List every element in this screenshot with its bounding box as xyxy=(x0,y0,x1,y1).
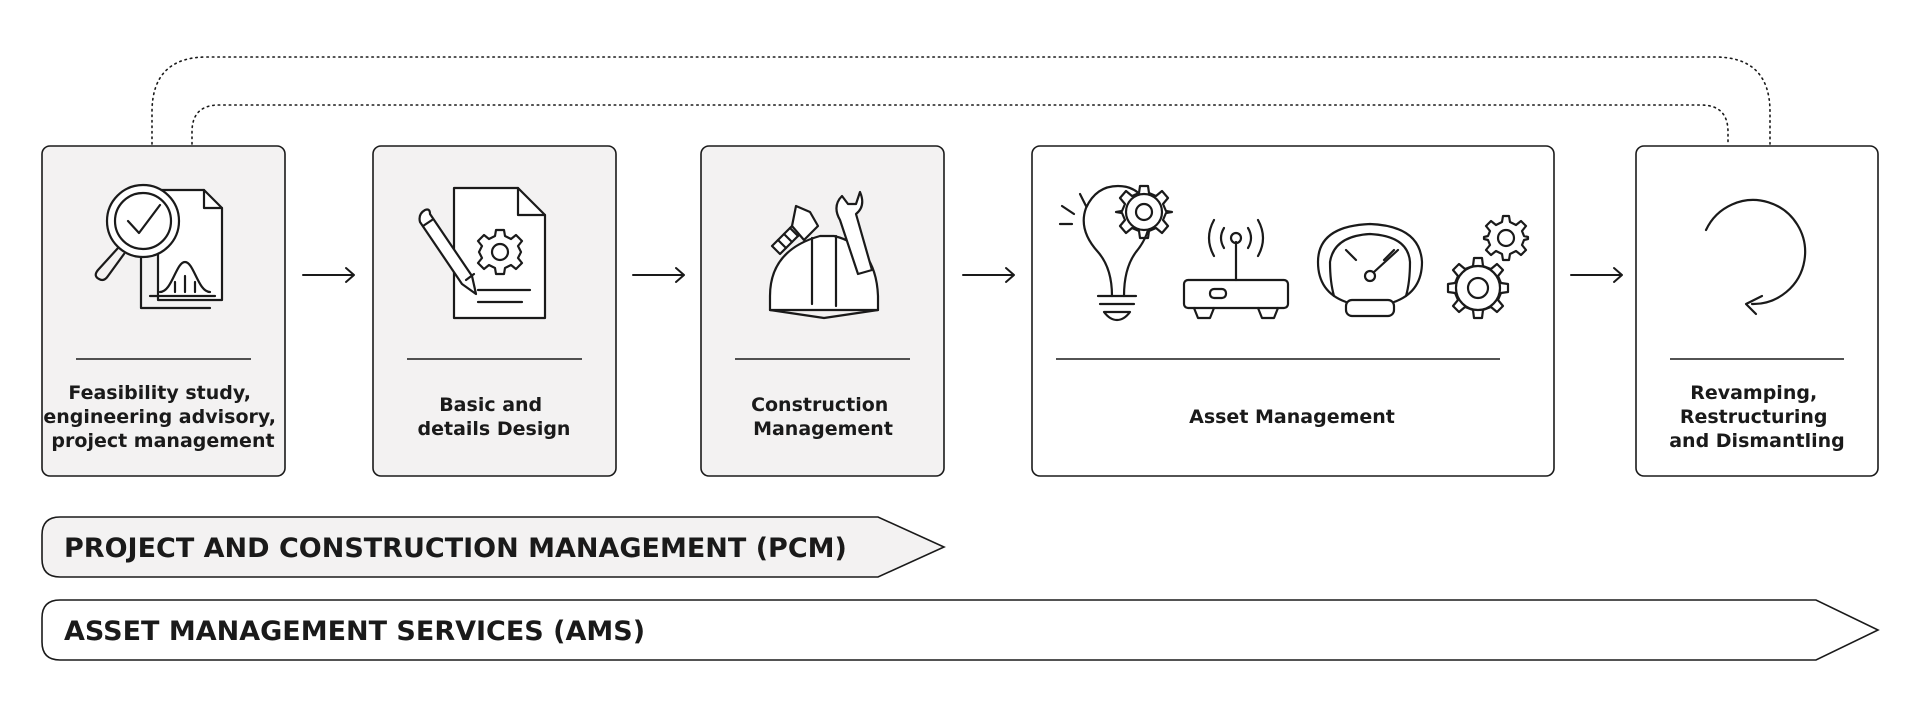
magnifier-check-icon xyxy=(94,183,181,282)
stage-construction: Construction Management xyxy=(700,145,945,477)
stage-label-line: Construction xyxy=(751,394,888,416)
lightbulb-gear-icon xyxy=(1058,184,1174,322)
stage-design: Basic and details Design xyxy=(372,145,617,477)
stage-label-line: details Design xyxy=(418,418,571,440)
stage-label-asset-management: Asset Management xyxy=(1189,406,1395,428)
gears-icon xyxy=(1446,214,1530,320)
stage-feasibility: Feasibility study, engineering advisory,… xyxy=(41,145,286,477)
stage-label-line: Restructuring xyxy=(1680,406,1828,428)
stage-label-design: Basic and details Design xyxy=(418,394,571,440)
flow-arrow-1 xyxy=(302,267,355,283)
stage-label-revamping: Revamping, Restructuring and Dismantling xyxy=(1669,382,1845,452)
document-gear-icon xyxy=(452,186,547,320)
flow-arrow-2 xyxy=(632,267,685,283)
stage-label-feasibility: Feasibility study, engineering advisory,… xyxy=(43,382,282,452)
stage-label-line: Revamping, xyxy=(1690,382,1817,404)
bolt-icon xyxy=(770,204,820,256)
stage-asset-management: Asset Management xyxy=(1031,145,1555,477)
feedback-loop-outer xyxy=(151,56,1771,145)
stage-revamping: Revamping, Restructuring and Dismantling xyxy=(1635,145,1879,477)
wrench-icon xyxy=(835,190,874,276)
stage-label-construction: Construction Management xyxy=(751,394,895,440)
band-ams-label: ASSET MANAGEMENT SERVICES (AMS) xyxy=(64,616,645,647)
stage-label-line: Basic and xyxy=(439,394,542,416)
flow-arrow-3 xyxy=(962,267,1015,283)
flow-arrow-4 xyxy=(1570,267,1623,283)
stage-label-line: Feasibility study, xyxy=(68,382,251,404)
stage-label-line: Asset Management xyxy=(1189,406,1395,428)
stage-label-line: engineering advisory, xyxy=(43,406,276,428)
band-ams: ASSET MANAGEMENT SERVICES (AMS) xyxy=(41,599,1880,661)
pencil-icon xyxy=(418,208,478,296)
cycle-arrow-icon xyxy=(1704,198,1807,316)
gauge-icon xyxy=(1316,222,1424,318)
stage-label-line: Management xyxy=(753,418,893,440)
router-icon xyxy=(1182,218,1290,320)
band-pcm-label: PROJECT AND CONSTRUCTION MANAGEMENT (PCM… xyxy=(64,533,847,564)
stage-label-line: and Dismantling xyxy=(1669,430,1845,452)
band-pcm: PROJECT AND CONSTRUCTION MANAGEMENT (PCM… xyxy=(41,516,946,578)
stage-label-line: project management xyxy=(51,430,274,452)
feedback-loop-inner xyxy=(191,104,1729,145)
